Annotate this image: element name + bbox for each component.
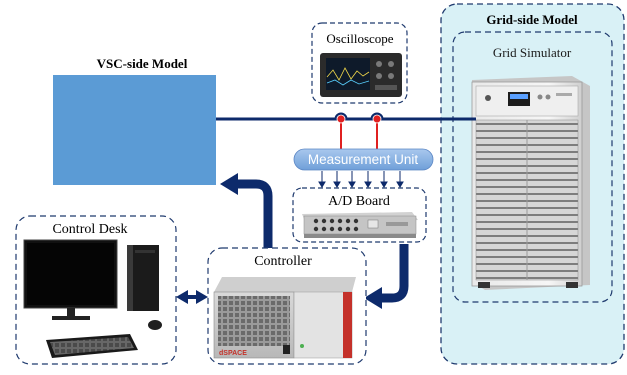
controller-device: dSPACE xyxy=(213,277,356,359)
signal-arrows xyxy=(318,171,404,188)
ad-board-label: A/D Board xyxy=(328,194,390,209)
controller-to-vsc-arrow xyxy=(220,173,273,248)
grid-simulator-frame xyxy=(452,31,613,303)
oscilloscope-label: Oscilloscope xyxy=(326,31,393,46)
controller-group: Controller dSPACE xyxy=(207,247,367,365)
controller-label: Controller xyxy=(254,254,312,269)
monitor-icon xyxy=(23,239,118,320)
desk-controller-link xyxy=(176,290,208,304)
ad-board-device xyxy=(302,212,418,238)
oscilloscope-group: Oscilloscope xyxy=(311,22,408,104)
vsc-model-block xyxy=(53,75,216,185)
measurement-unit: Measurement Unit xyxy=(293,148,434,171)
ad-to-controller-arrow xyxy=(364,244,409,309)
grid-side-title: Grid-side Model xyxy=(486,12,578,27)
control-desk-label: Control Desk xyxy=(52,222,127,237)
measurement-taps xyxy=(336,114,382,150)
keyboard-icon xyxy=(46,334,138,358)
oscilloscope-device xyxy=(320,53,402,97)
grid-side-panel: Grid-side Model Grid Simulator xyxy=(440,3,625,365)
power-line xyxy=(216,112,476,121)
grid-simulator-title: Grid Simulator xyxy=(493,45,572,60)
measurement-unit-label: Measurement Unit xyxy=(308,152,419,167)
mouse-icon xyxy=(148,320,162,330)
pc-tower-icon xyxy=(127,245,159,311)
ad-board-group: A/D Board xyxy=(292,187,427,243)
vsc-model-title: VSC-side Model xyxy=(97,56,188,71)
control-desk-group: Control Desk xyxy=(15,215,177,365)
grid-simulator-rack xyxy=(471,76,590,290)
dspace-brand: dSPACE xyxy=(219,350,247,357)
